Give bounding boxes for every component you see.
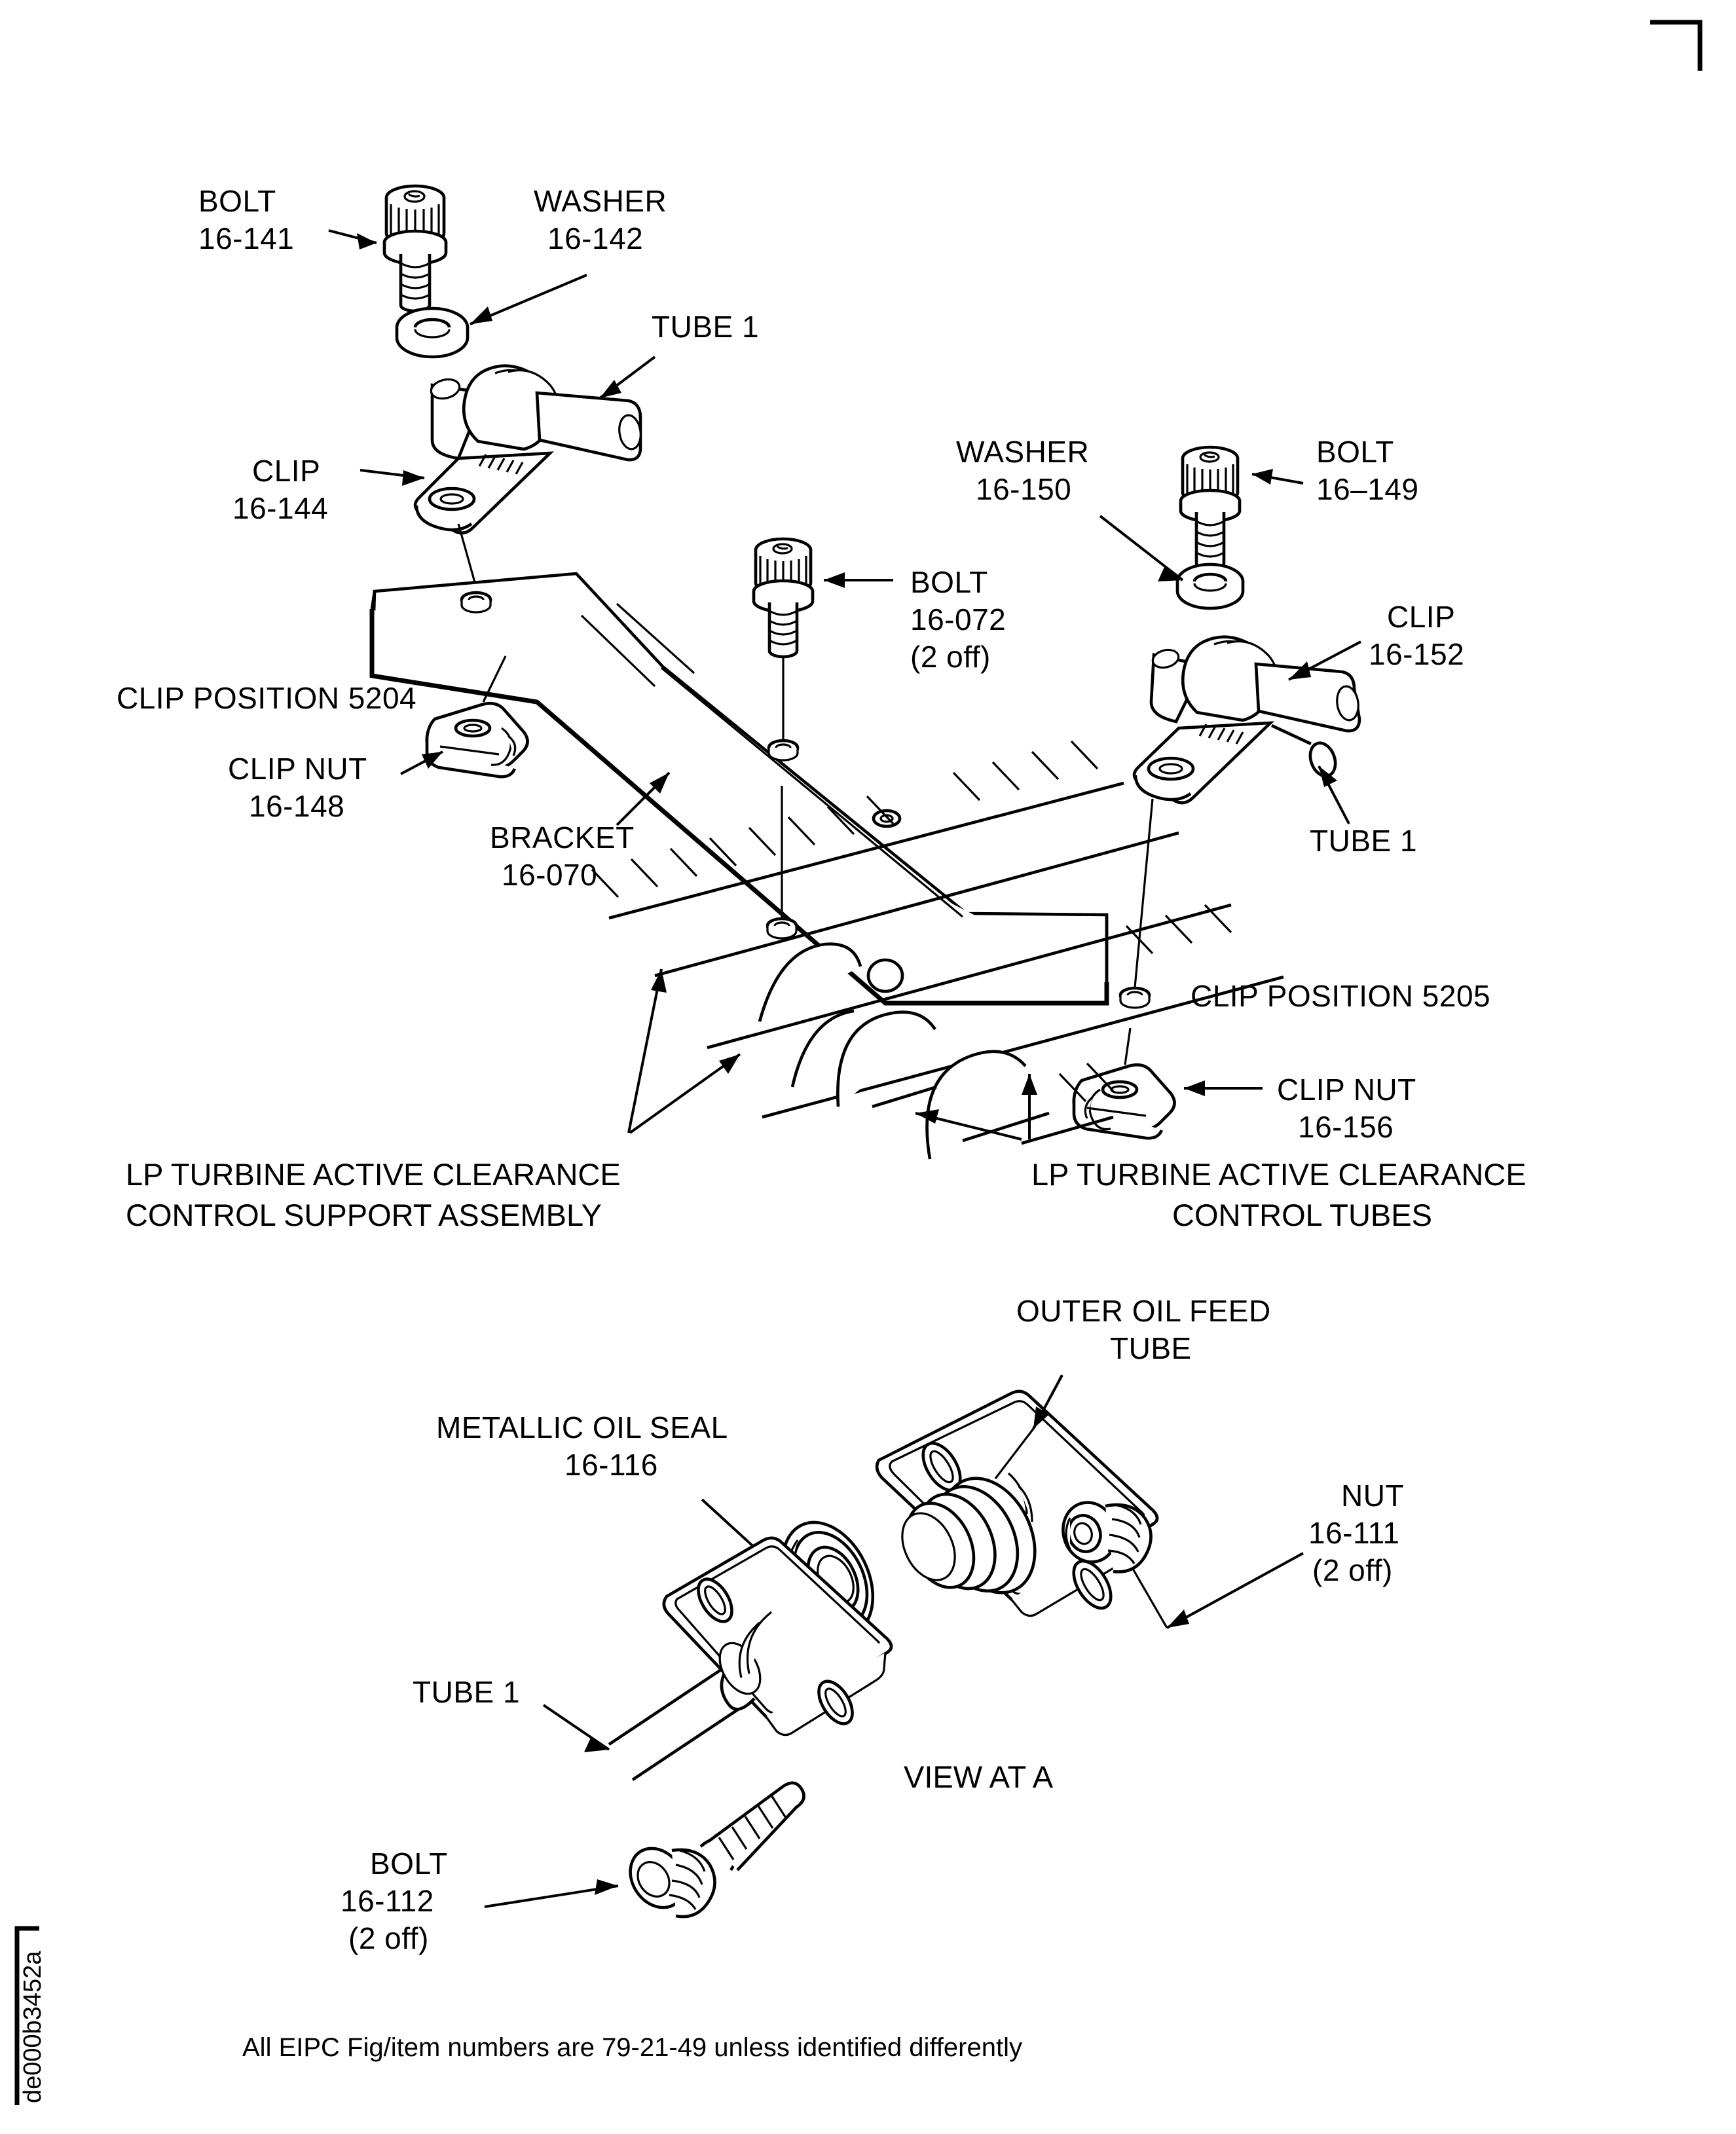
bolt-16-112-graphic [629, 1781, 805, 1919]
washer-16-150-graphic [1175, 562, 1245, 610]
clip-alignment-line [457, 523, 478, 590]
svg-text:TUBE: TUBE [1110, 1331, 1192, 1365]
washer-16-142-graphic [395, 306, 470, 359]
svg-text:16-152: 16-152 [1369, 637, 1464, 671]
svg-text:16-072: 16-072 [910, 602, 1006, 636]
svg-text:16-112: 16-112 [341, 1884, 434, 1918]
svg-text:CLIP: CLIP [1387, 600, 1455, 634]
svg-text:BRACKET: BRACKET [490, 820, 635, 855]
svg-text:TUBE 1: TUBE 1 [652, 310, 759, 344]
svg-text:16-156: 16-156 [1298, 1110, 1394, 1144]
engine-casing-background [591, 740, 1284, 1160]
label-washer-16-142: WASHER 16-142 [470, 184, 667, 325]
clipnut-alignment-line [482, 655, 507, 703]
label-bolt-16-112: BOLT 16-112 (2 off) [341, 1847, 619, 1955]
svg-text:BOLT: BOLT [910, 565, 988, 599]
svg-text:TUBE 1: TUBE 1 [1310, 824, 1417, 858]
crop-mark-icon [1650, 20, 1703, 71]
svg-text:TUBE 1: TUBE 1 [413, 1675, 520, 1709]
clip-nut-16-156-graphic [1072, 1063, 1176, 1140]
svg-text:16-070: 16-070 [502, 858, 597, 892]
label-bolt-16-072: BOLT 16-072 (2 off) [824, 565, 1006, 674]
svg-text:(2 off): (2 off) [910, 640, 991, 674]
label-bolt-16-149: BOLT 16–149 [1251, 435, 1419, 506]
label-outer-oil-feed-tube: OUTER OIL FEED TUBE [994, 1294, 1271, 1479]
svg-text:CLIP NUT: CLIP NUT [228, 752, 367, 786]
clip-nut-16-148-graphic [425, 701, 529, 779]
svg-text:16-116: 16-116 [564, 1448, 658, 1482]
clipnut156-alignment-line [1124, 1027, 1132, 1065]
svg-text:BOLT: BOLT [198, 184, 276, 218]
svg-text:WASHER: WASHER [956, 435, 1089, 469]
bolt-16-072-graphic [752, 537, 815, 919]
label-bolt-16-141: BOLT 16-141 [198, 184, 377, 255]
svg-text:CLIP: CLIP [252, 454, 320, 488]
label-clip-16-144: CLIP 16-144 [232, 454, 425, 525]
label-clip-nut-16-148: CLIP NUT 16-148 [228, 750, 443, 823]
label-clip-nut-16-156: CLIP NUT 16-156 [1184, 1073, 1416, 1144]
label-washer-16-150: WASHER 16-150 [956, 435, 1184, 581]
svg-text:BOLT: BOLT [370, 1847, 448, 1881]
svg-text:LP TURBINE ACTIVE CLEARANCE: LP TURBINE ACTIVE CLEARANCE [126, 1157, 621, 1192]
tube-1-flange-graphic [608, 1536, 893, 1781]
caption-left: LP TURBINE ACTIVE CLEARANCE CONTROL SUPP… [126, 1157, 621, 1232]
svg-text:WASHER: WASHER [534, 184, 667, 218]
label-tube-1-right: TUBE 1 [1310, 765, 1417, 858]
caption-right: LP TURBINE ACTIVE CLEARANCE CONTROL TUBE… [1031, 1157, 1526, 1232]
label-metallic-oil-seal: METALLIC OIL SEAL 16-116 [436, 1410, 795, 1585]
label-clip-position-5205: CLIP POSITION 5205 [1191, 979, 1490, 1013]
caption-arrows-left [627, 968, 741, 1134]
upper-exploded-view: BOLT 16-141 WASHER 16-142 [117, 184, 1526, 1232]
svg-text:16-142: 16-142 [547, 221, 643, 255]
svg-text:(2 off): (2 off) [1312, 1553, 1393, 1587]
svg-text:16–149: 16–149 [1316, 472, 1419, 506]
svg-text:BOLT: BOLT [1316, 435, 1394, 469]
label-tube-1-left: TUBE 1 [599, 310, 759, 399]
label-bracket-16-070: BRACKET 16-070 [490, 771, 671, 892]
svg-text:16-144: 16-144 [232, 491, 328, 525]
nut-16-111-graphic [1062, 1501, 1153, 1573]
clip-16-144-tube-graphic [413, 364, 642, 535]
svg-text:CONTROL SUPPORT ASSEMBLY: CONTROL SUPPORT ASSEMBLY [126, 1198, 602, 1232]
svg-text:(2 off): (2 off) [348, 1921, 429, 1955]
label-nut-16-111: NUT 16-111 (2 off) [1132, 1479, 1404, 1629]
label-clip-position-5204: CLIP POSITION 5204 [117, 681, 416, 715]
svg-text:CLIP NUT: CLIP NUT [1277, 1073, 1416, 1107]
label-tube-1-lower: TUBE 1 [413, 1675, 610, 1752]
svg-text:CONTROL TUBES: CONTROL TUBES [1172, 1198, 1432, 1232]
figure-id-text: de000b3452a [19, 1951, 46, 2103]
caption-arrows-right [915, 1074, 1037, 1141]
figure-id: de000b3452a [14, 1926, 46, 2105]
clip152-alignment-line [1134, 798, 1154, 988]
clip-16-152-tube-graphic [1132, 635, 1361, 805]
view-at-a-title: VIEW AT A [904, 1759, 1054, 1794]
lower-view-at-a: OUTER OIL FEED TUBE METALLIC OIL SEAL 16… [341, 1294, 1404, 1955]
svg-text:16-141: 16-141 [198, 221, 294, 255]
svg-text:16-150: 16-150 [976, 472, 1071, 506]
svg-text:METALLIC OIL SEAL: METALLIC OIL SEAL [436, 1410, 728, 1444]
svg-text:NUT: NUT [1341, 1479, 1404, 1513]
footnote: All EIPC Fig/item numbers are 79-21-49 u… [242, 2033, 1022, 2062]
bolt-16-141-graphic [382, 184, 448, 313]
label-clip-16-152: CLIP 16-152 [1288, 600, 1464, 681]
svg-text:16-148: 16-148 [249, 789, 344, 823]
svg-text:16-111: 16-111 [1308, 1516, 1399, 1550]
svg-text:OUTER OIL FEED: OUTER OIL FEED [1016, 1294, 1271, 1328]
bolt-16-149-graphic [1179, 445, 1242, 571]
svg-text:LP TURBINE ACTIVE CLEARANCE: LP TURBINE ACTIVE CLEARANCE [1031, 1157, 1526, 1192]
